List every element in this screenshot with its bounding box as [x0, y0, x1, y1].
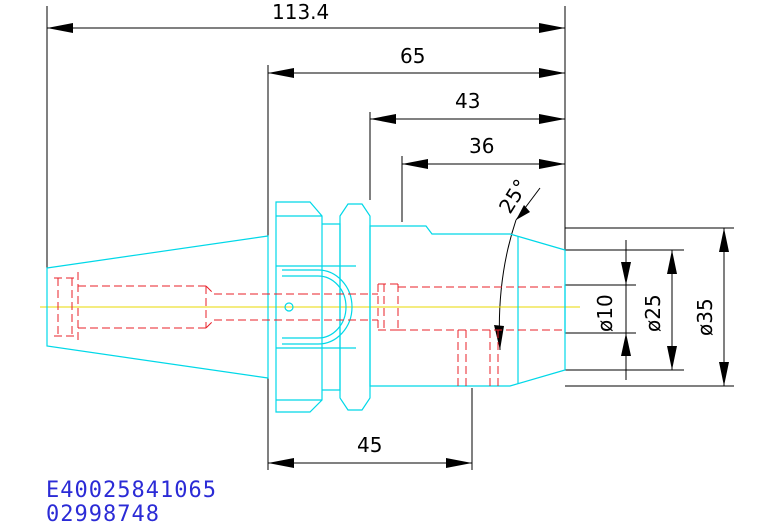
- part-code-line-2: 02998748: [46, 502, 160, 523]
- tool-holder-outline: [46, 201, 566, 413]
- dim-dia-35: ø35: [565, 227, 734, 387]
- dim-angle-25: 25°: [494, 175, 541, 351]
- dim-label-65: 65: [400, 44, 425, 68]
- dim-dia-10: ø10: [565, 240, 640, 380]
- dim-label-43: 43: [455, 89, 480, 113]
- dim-label-45: 45: [357, 433, 382, 457]
- dim-36: 36: [402, 134, 565, 169]
- dim-45: 45: [268, 433, 472, 468]
- dim-label-dia-10: ø10: [593, 294, 617, 332]
- dim-label-113-4: 113.4: [272, 0, 329, 24]
- dim-dia-25: ø25: [640, 249, 684, 371]
- dim-43: 43: [370, 89, 565, 124]
- dim-label-dia-25: ø25: [641, 294, 665, 332]
- dim-label-dia-35: ø35: [693, 298, 717, 336]
- dim-113-4: 113.4: [47, 0, 565, 33]
- part-code-line-1: E40025841065: [46, 478, 217, 503]
- hidden-bore-lines: [54, 272, 565, 388]
- dim-65: 65: [268, 44, 565, 78]
- dim-label-36: 36: [469, 134, 494, 158]
